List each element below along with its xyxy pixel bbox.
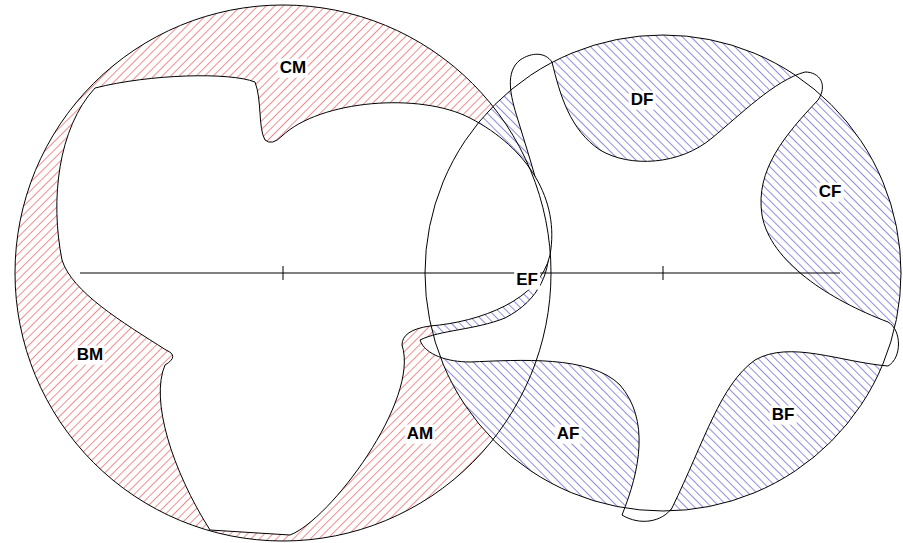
centre-tick [283, 266, 284, 280]
region-label: BF [770, 406, 797, 425]
centre-line [80, 273, 840, 274]
centre-tick [663, 266, 664, 280]
male-rotor [57, 76, 552, 535]
region-label: CM [278, 59, 308, 78]
region-label: CF [817, 183, 844, 202]
region-label: EF [514, 271, 540, 290]
region-label: BM [75, 346, 105, 365]
region-label: AF [555, 425, 582, 444]
region-label: AM [405, 425, 435, 444]
region-label: DF [629, 91, 656, 110]
